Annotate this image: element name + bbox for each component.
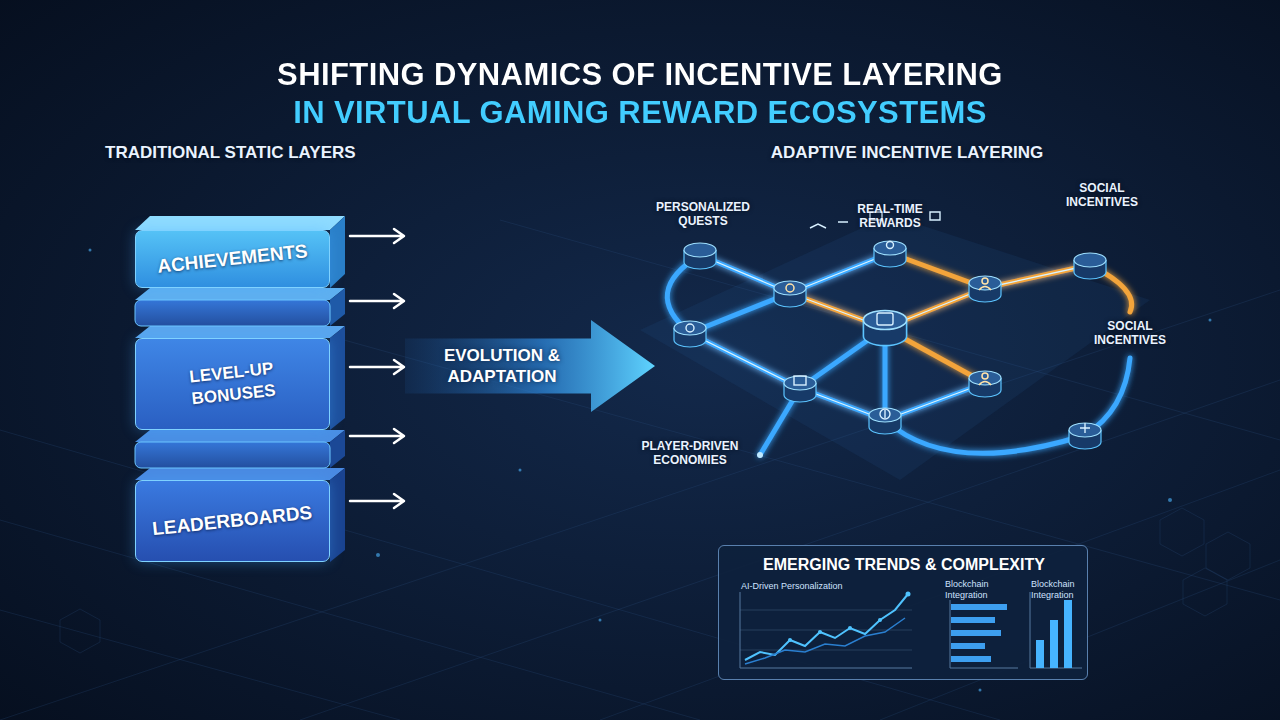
network-label: SOCIAL INCENTIVES — [1078, 320, 1182, 348]
section-heading: ADAPTIVE INCENTIVE LAYERING — [742, 143, 1072, 163]
chart-label: AI-Driven Personalization — [741, 581, 921, 592]
network-label: PLAYER-DRIVEN ECONOMIES — [626, 440, 754, 468]
network-label: PERSONALIZED QUESTS — [643, 201, 763, 229]
arrow-shape — [405, 320, 655, 412]
node-text: ACHIEVEMENTS — [144, 239, 320, 279]
layer-slab: LEVEL-UP BONUSES — [135, 338, 330, 430]
section-heading: TRADITIONAL STATIC LAYERS — [105, 143, 405, 163]
node-text: EVOLUTION & ADAPTATION — [427, 345, 577, 387]
layer-slab: LEADERBOARDS — [135, 480, 330, 562]
chart-label: Blockchain Integration — [945, 579, 1007, 601]
node-text: LEADERBOARDS — [140, 500, 326, 541]
arrow-shape — [405, 320, 655, 412]
diagram-title: SHIFTING DYNAMICS OF INCENTIVE LAYERING … — [150, 56, 1130, 132]
chart-label: Blockchain Integration — [1031, 579, 1085, 601]
network-label: REAL-TIME REWARDS — [846, 203, 934, 231]
layer-slab: ACHIEVEMENTS — [135, 230, 330, 288]
trends-panel: EMERGING TRENDS & COMPLEXITY AI-Driven Pe… — [718, 545, 1088, 680]
network-label: SOCIAL INCENTIVES — [1050, 182, 1154, 210]
node-text: LEVEL-UP BONUSES — [134, 352, 331, 416]
panel-title: EMERGING TRENDS & COMPLEXITY — [719, 555, 1089, 574]
evolution-arrow: EVOLUTION & ADAPTATION — [405, 320, 655, 412]
